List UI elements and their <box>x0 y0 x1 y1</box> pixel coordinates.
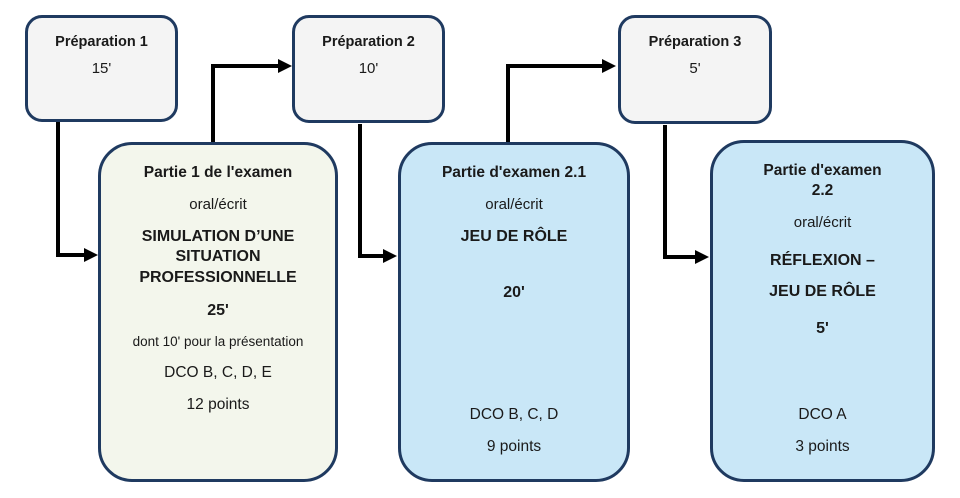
exam-1-note: dont 10' pour la présentation <box>132 333 304 349</box>
exam-3-name: RÉFLEXION – JEU DE RÔLE <box>769 251 876 300</box>
spacer <box>725 346 920 399</box>
exam-1-name: SIMULATION D’UNE SITUATION PROFESSIONNEL… <box>139 227 297 287</box>
exam-1-duration: 25' <box>207 302 229 320</box>
exam-3-title: Partie d'examen 2.2 <box>763 162 882 200</box>
exam-3-points: 3 points <box>795 437 850 455</box>
arrow-exam1-to-prep2 <box>211 64 279 142</box>
arrow-exam2-to-prep3 <box>506 64 603 142</box>
arrow-prep2-to-exam2 <box>358 124 384 258</box>
spacer <box>413 310 615 398</box>
prep-3-duration: 5' <box>689 60 701 77</box>
exam-2-duration: 20' <box>503 284 525 302</box>
exam-3-duration: 5' <box>816 320 829 338</box>
arrowhead-icon <box>278 59 292 73</box>
prep-2-duration: 10' <box>358 60 379 77</box>
prep-box-3: Préparation 3 5' <box>618 15 772 124</box>
arrowhead-icon <box>695 250 709 264</box>
prep-1-duration: 15' <box>91 60 112 77</box>
exam-box-part2-2: Partie d'examen 2.2 oral/écrit RÉFLEXION… <box>710 140 935 482</box>
prep-3-title: Préparation 3 <box>648 34 742 50</box>
prep-box-1: Préparation 1 15' <box>25 15 178 122</box>
arrowhead-icon <box>383 249 397 263</box>
prep-2-title: Préparation 2 <box>322 34 415 50</box>
exam-2-name: JEU DE RÔLE <box>460 227 568 245</box>
exam-1-mode: oral/écrit <box>189 196 247 214</box>
exam-box-part2-1: Partie d'examen 2.1 oral/écrit JEU DE RÔ… <box>398 142 630 482</box>
arrow-prep3-to-exam3 <box>663 125 696 259</box>
exam-1-points: 12 points <box>186 395 250 413</box>
arrowhead-icon <box>602 59 616 73</box>
exam-3-dco: DCO A <box>798 405 847 423</box>
exam-2-mode: oral/écrit <box>485 196 543 214</box>
exam-3-mode: oral/écrit <box>793 214 852 232</box>
exam-2-title: Partie d'examen 2.1 <box>441 164 587 181</box>
exam-1-title: Partie 1 de l'examen <box>143 164 293 181</box>
exam-2-points: 9 points <box>486 437 542 455</box>
arrow-prep1-to-exam1 <box>56 122 85 257</box>
exam-1-dco: DCO B, C, D, E <box>164 363 272 381</box>
prep-box-2: Préparation 2 10' <box>292 15 445 123</box>
arrowhead-icon <box>84 248 98 262</box>
exam-box-part1: Partie 1 de l'examen oral/écrit SIMULATI… <box>98 142 338 482</box>
prep-1-title: Préparation 1 <box>55 34 148 50</box>
exam-2-dco: DCO B, C, D <box>469 405 559 423</box>
